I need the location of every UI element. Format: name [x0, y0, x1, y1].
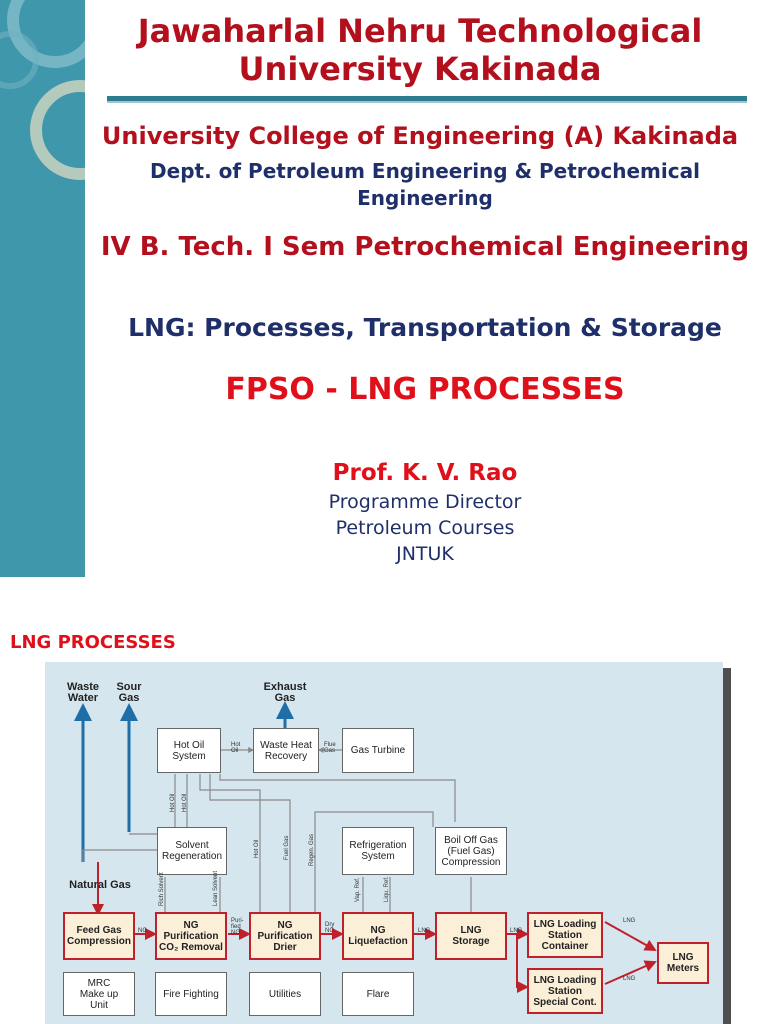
- sour-gas-label: Sour Gas: [116, 681, 142, 704]
- lng-flow-label-4: LNG: [623, 976, 636, 982]
- rich-solvent-vertical-label: Rich Solvent: [159, 872, 165, 906]
- regen-gas-vertical-label: Regen. Gas: [309, 833, 315, 866]
- university-title: Jawaharlal Nehru Technological Universit…: [137, 12, 703, 88]
- fuel-gas-vertical-label: Fuel Gas: [284, 835, 290, 860]
- lng-loading-special-box: LNG Loading Station Special Cont.: [527, 968, 603, 1014]
- lng-process-diagram: Waste Water Sour Gas Exhaust Gas Natural…: [45, 662, 723, 1024]
- fire-fighting-box: Fire Fighting: [155, 972, 227, 1016]
- lng-storage-box: LNG Storage: [435, 912, 507, 960]
- course-title: IV B. Tech. I Sem Petrochemical Engineer…: [100, 232, 750, 262]
- ng-liquefaction-box: NG Liquefaction: [342, 912, 414, 960]
- lng-flow-label-2: LNG: [510, 928, 523, 934]
- decorative-side-band: [0, 0, 85, 577]
- professor-name: Prof. K. V. Rao: [332, 460, 518, 486]
- department-title: Dept. of Petroleum Engineering & Petroch…: [150, 159, 700, 210]
- waste-water-label: Waste Water: [67, 681, 99, 704]
- lng-loading-container-box: LNG Loading Station Container: [527, 912, 603, 958]
- lng-meters-box: LNG Meters: [657, 942, 709, 984]
- hot-oil-flow-label: Hot Oil: [231, 742, 241, 754]
- college-title: University College of Engineering (A) Ka…: [101, 122, 739, 150]
- solvent-regeneration-box: Solvent Regeneration: [157, 827, 227, 875]
- utilities-box: Utilities: [249, 972, 321, 1016]
- gas-turbine-box: Gas Turbine: [342, 728, 414, 773]
- purified-ng-flow-label: Puri- fied NG: [231, 918, 244, 936]
- decorative-rings-icon: [0, 0, 85, 577]
- title-divider: [107, 96, 747, 103]
- liquid-ref-vertical-label: Liqu. Ref.: [384, 876, 390, 902]
- institute-name: JNTUK: [396, 543, 454, 565]
- natural-gas-input-label: Natural Gas: [69, 879, 131, 891]
- dry-ng-flow-label: Dry NG: [325, 922, 335, 934]
- hot-oil-vertical-label-c: Hot Oil: [254, 839, 260, 858]
- lng-flow-label-1: LNG: [418, 928, 431, 934]
- hot-oil-vertical-label-a: Hot Oil: [170, 793, 176, 812]
- hot-oil-system-box: Hot Oil System: [157, 728, 221, 773]
- exhaust-gas-label: Exhaust Gas: [263, 681, 307, 704]
- program-name: Petroleum Courses: [335, 517, 515, 539]
- process-flow-lines: [74, 701, 657, 993]
- hot-oil-vertical-label-b: Hot Oil: [182, 793, 188, 812]
- vapor-ref-vertical-label: Vap. Ref.: [355, 877, 361, 902]
- ng-purification-co2-box: NG Purification CO₂ Removal: [155, 912, 227, 960]
- ng-purification-drier-box: NG Purification Drier: [249, 912, 321, 960]
- lean-solvent-vertical-label: Lean Solvent: [213, 870, 219, 906]
- section-heading: LNG PROCESSES: [10, 632, 176, 653]
- subject-title: LNG: Processes, Transportation & Storage: [128, 313, 722, 342]
- feed-gas-compression-box: Feed Gas Compression: [63, 912, 135, 960]
- mrc-makeup-box: MRC Make up Unit: [63, 972, 135, 1016]
- title-slide: Jawaharlal Nehru Technological Universit…: [0, 0, 750, 577]
- topic-title: FPSO - LNG PROCESSES: [225, 372, 625, 407]
- professor-role: Programme Director: [328, 491, 522, 513]
- diagram-shadow: [723, 668, 731, 1024]
- lng-flow-label-3: LNG: [623, 918, 636, 924]
- refrigeration-system-box: Refrigeration System: [342, 827, 414, 875]
- flue-gas-flow-label: Flue Gas: [324, 742, 336, 754]
- boil-off-gas-box: Boil Off Gas (Fuel Gas) Compression: [435, 827, 507, 875]
- ng-flow-label: NG: [138, 928, 147, 934]
- flare-box: Flare: [342, 972, 414, 1016]
- waste-heat-recovery-box: Waste Heat Recovery: [253, 728, 319, 773]
